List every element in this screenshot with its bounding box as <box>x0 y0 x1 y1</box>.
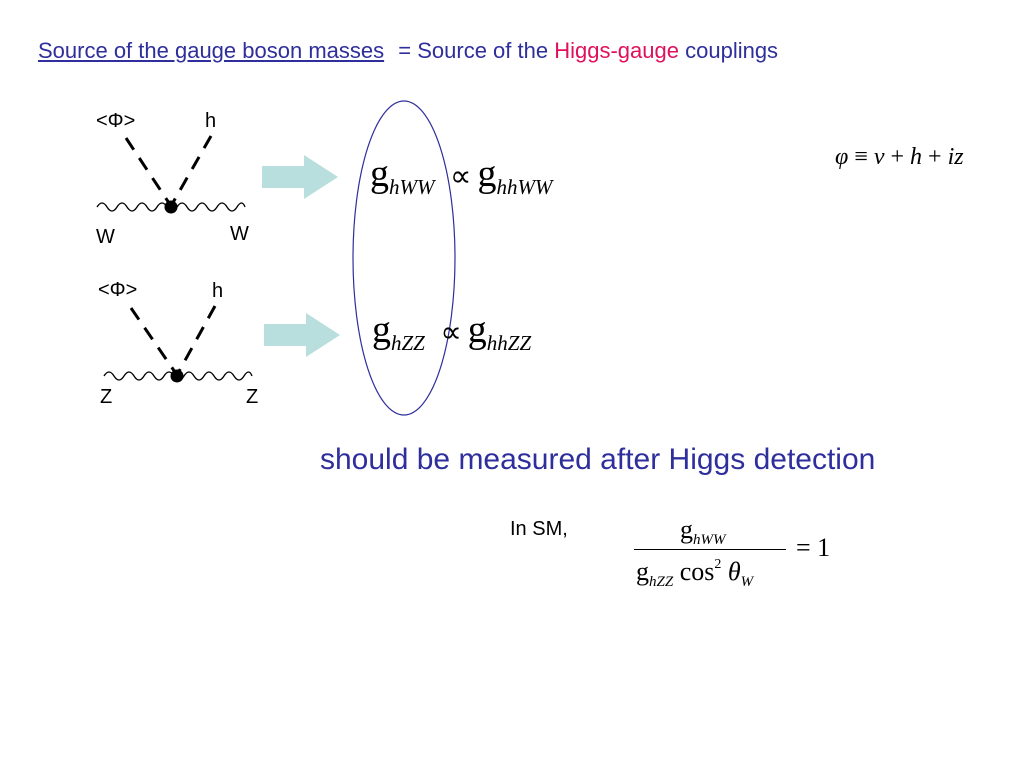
title-middle-text: Source of the <box>417 38 549 63</box>
sm-den-g-symbol: g <box>636 557 649 586</box>
coupling-group-ellipse <box>352 100 456 416</box>
sm-den-subscript: hZZ <box>649 574 674 590</box>
sm-num-subscript: hWW <box>693 532 726 548</box>
z-boson-right-label: Z <box>246 386 259 408</box>
title-highlight-text: Higgs-gauge <box>554 38 679 63</box>
vev-dashed-line-z <box>129 307 179 376</box>
higgs-label-w: h <box>205 110 217 132</box>
sm-fraction-bar <box>634 549 786 550</box>
slide-title: Source of the gauge boson masses = Sourc… <box>38 38 778 64</box>
sm-num-g-symbol: g <box>680 515 693 544</box>
higgs-dashed-line-w <box>169 135 213 207</box>
sm-fraction-denominator: ghZZ cos2 θW <box>636 557 753 591</box>
sm-den-cos: cos <box>679 557 715 586</box>
vev-label-z: <Φ> <box>98 279 138 301</box>
sm-den-theta-subscript: W <box>740 574 754 590</box>
g-hww-symbol: g <box>370 153 389 195</box>
g-hhzz-symbol: g <box>467 309 487 351</box>
proportional-operator-z: ∝ <box>440 316 462 349</box>
phi-symbol: φ <box>835 144 849 170</box>
title-underlined-text: Source of the gauge boson masses <box>38 38 385 63</box>
feynman-diagram-w <box>96 135 246 214</box>
sm-equals-one: = 1 <box>796 533 831 562</box>
g-hhww-symbol: g <box>477 153 497 195</box>
block-arrow-w <box>262 155 338 199</box>
goldstone-iz-symbol: iz <box>947 144 964 170</box>
coupling-relation-z: ghZZ ∝ghhZZ <box>372 308 531 356</box>
g-hhww-subscript: hhWW <box>496 175 553 199</box>
vertex-dot-z <box>170 369 184 383</box>
plus-symbol-1: + <box>890 144 905 170</box>
g-hww-subscript: hWW <box>389 175 435 199</box>
sm-den-power: 2 <box>714 557 722 572</box>
vev-v-symbol: v <box>873 144 885 170</box>
higgs-dashed-line-z <box>175 305 217 376</box>
vev-label-w: <Φ> <box>96 110 136 132</box>
measurement-note: should be measured after Higgs detection <box>320 443 876 476</box>
vev-dashed-line-w <box>124 137 173 207</box>
w-boson-right-label: W <box>230 223 249 245</box>
vertex-dot-w <box>164 200 178 214</box>
higgs-h-symbol: h <box>910 144 923 170</box>
higgs-label-z: h <box>212 280 224 302</box>
g-hzz-symbol: g <box>372 309 391 351</box>
sm-fraction-numerator: ghWW <box>680 515 726 549</box>
title-equals: = <box>398 38 412 63</box>
z-boson-left-label: Z <box>100 386 113 408</box>
g-hhzz-subscript: hhZZ <box>486 331 532 355</box>
sm-prefix-label: In SM, <box>510 518 568 540</box>
g-hzz-subscript: hZZ <box>391 331 425 355</box>
sm-den-theta: θ <box>727 557 741 586</box>
title-end-text: couplings <box>685 38 779 63</box>
coupling-relation-w: ghWW ∝ghhWW <box>370 152 552 200</box>
plus-symbol-2: + <box>928 144 942 170</box>
feynman-diagram-z <box>103 305 253 383</box>
block-arrow-z <box>264 313 340 357</box>
equiv-symbol: ≡ <box>854 144 868 170</box>
field-expansion-equation: φ ≡ v + h + iz <box>835 144 964 171</box>
proportional-operator-w: ∝ <box>450 160 472 193</box>
w-boson-left-label: W <box>96 226 115 248</box>
